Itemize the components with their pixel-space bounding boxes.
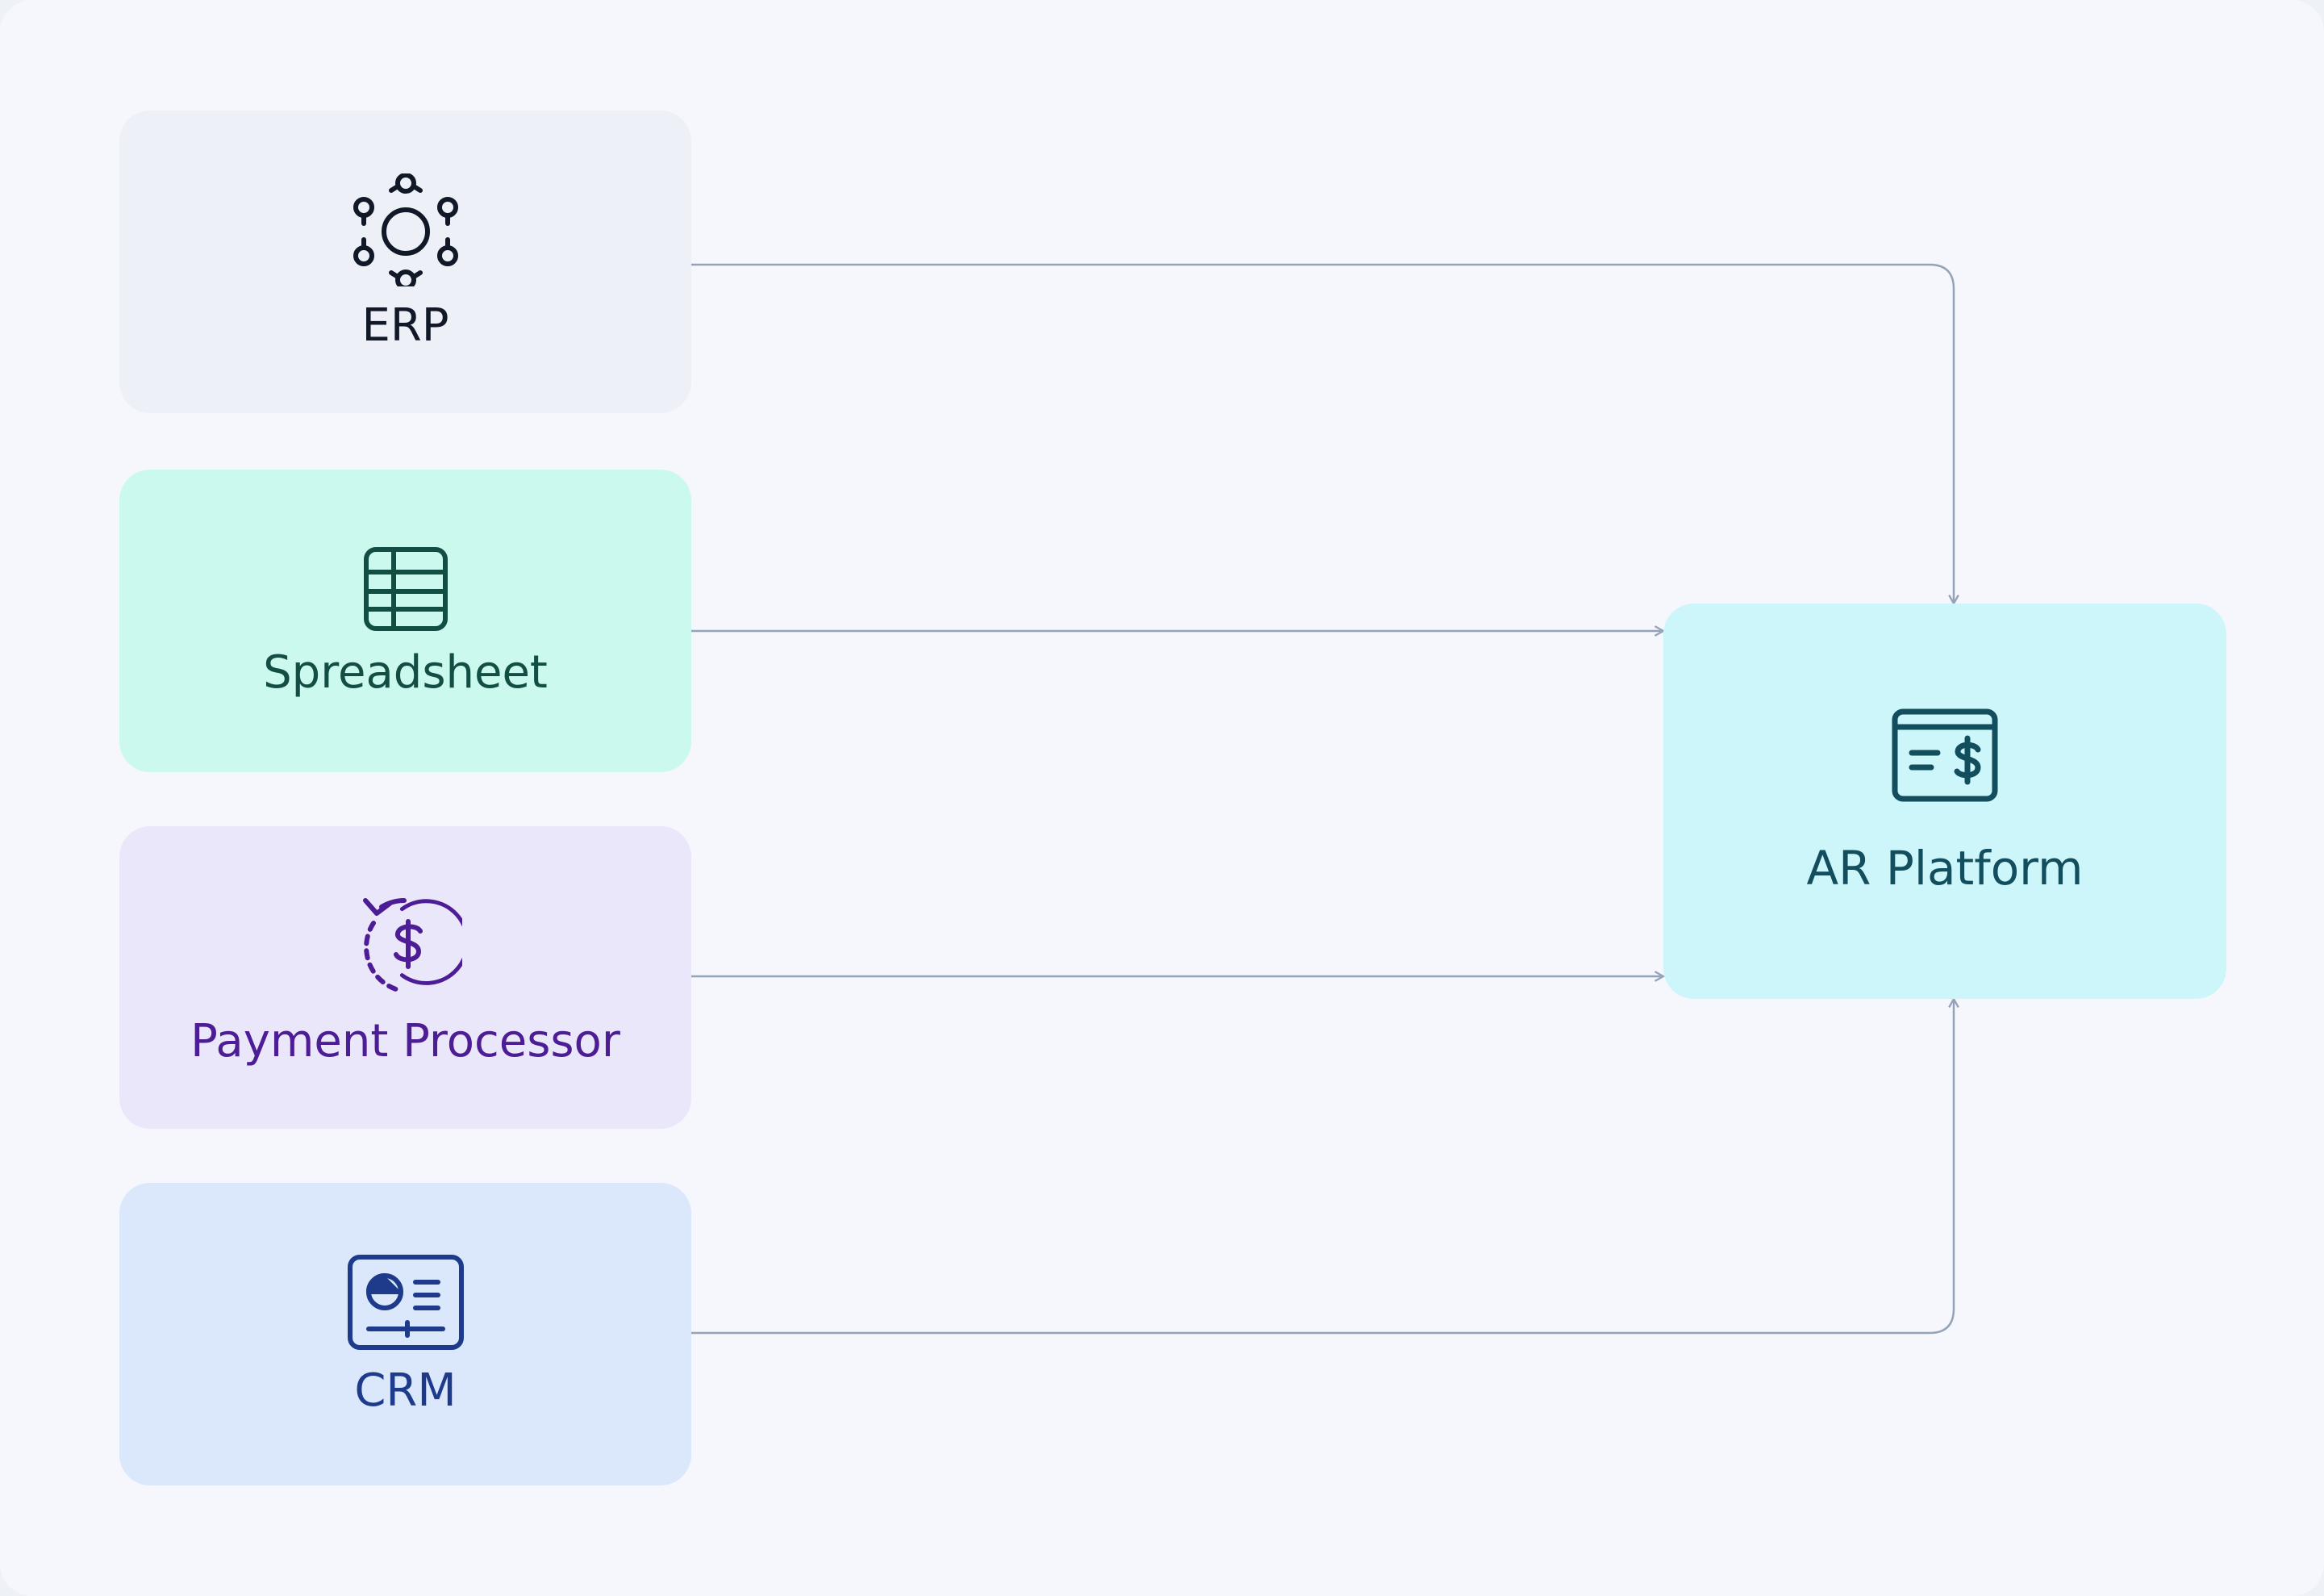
node-crm-label: CRM xyxy=(354,1364,457,1417)
invoice-dollar-icon xyxy=(1892,708,1998,802)
node-ar-platform[interactable]: AR Platform xyxy=(1663,604,2226,999)
node-ar-platform-label: AR Platform xyxy=(1806,841,2084,896)
node-payment-processor[interactable]: Payment Processor xyxy=(119,826,691,1129)
node-erp[interactable]: ERP xyxy=(119,111,691,413)
connector-erp-to-ar xyxy=(691,263,1954,604)
dashboard-card-icon xyxy=(347,1254,464,1350)
refund-dollar-icon xyxy=(362,897,462,992)
node-erp-label: ERP xyxy=(361,299,449,352)
node-spreadsheet-label: Spreadsheet xyxy=(263,646,548,699)
node-spreadsheet[interactable]: Spreadsheet xyxy=(119,470,691,772)
node-payment-processor-label: Payment Processor xyxy=(190,1014,620,1067)
network-gear-icon xyxy=(353,173,458,286)
table-icon xyxy=(363,546,448,631)
connector-crm-to-ar xyxy=(691,999,1954,1335)
node-crm[interactable]: CRM xyxy=(119,1183,691,1485)
